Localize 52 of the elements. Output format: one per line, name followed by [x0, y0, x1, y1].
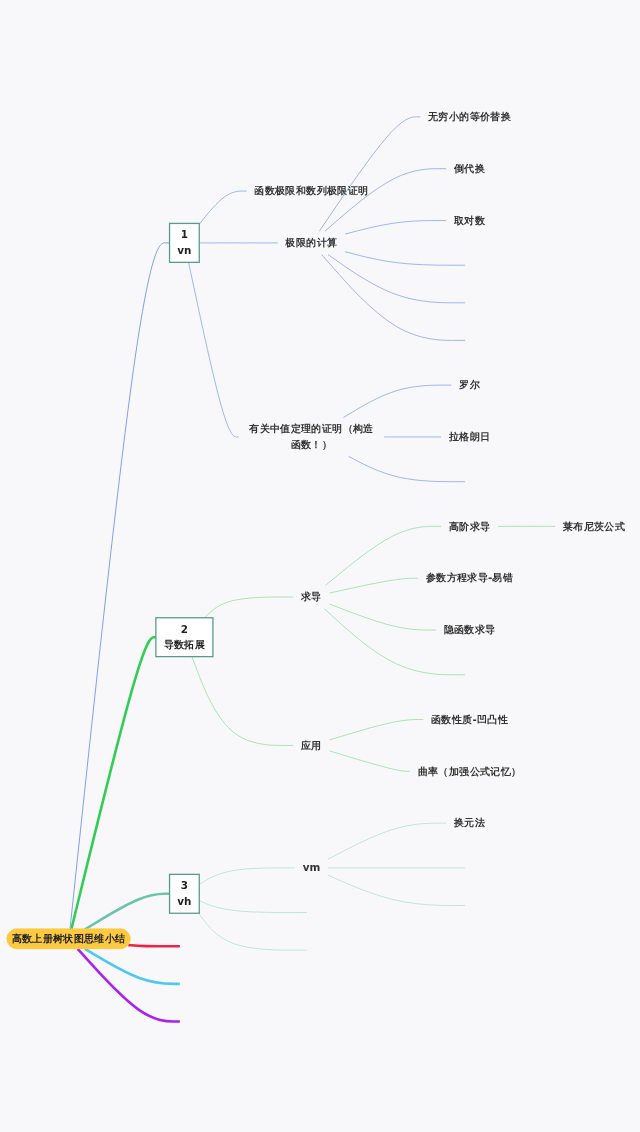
topic-text: 高阶求导: [448, 520, 491, 533]
topic-text: 函数性质-凹凸性: [431, 713, 508, 726]
branch-line: [329, 604, 437, 631]
branch-line: [128, 944, 180, 948]
branch-line: [323, 608, 466, 676]
branch-line: [76, 948, 180, 1024]
topic-box: 3 vh: [168, 874, 200, 915]
topic-text: 曲率（加强公式记忆）: [417, 765, 522, 778]
topic-text: 罗尔: [459, 379, 480, 392]
topic-text: 应用: [301, 739, 322, 752]
topic-text: 求导: [301, 590, 322, 604]
branch-line: [84, 892, 170, 931]
topic-text: 换元法: [453, 817, 486, 830]
branch-line: [188, 262, 240, 438]
topic-text: 取对数: [453, 214, 486, 227]
topic-text: 倒代换: [453, 162, 486, 175]
topic-text: 极限的计算: [285, 236, 338, 250]
branch-line: [343, 385, 452, 419]
branch-line: [198, 913, 308, 951]
branch-line: [325, 526, 442, 587]
topic-text: 拉格朗日: [448, 430, 491, 444]
branch-line: [70, 636, 156, 931]
topic-text: vm: [302, 861, 321, 875]
topic-text: 隐函数求导: [443, 624, 496, 637]
branch-line: [329, 751, 411, 773]
branch-line: [344, 220, 447, 235]
root-topic-pill: 高数上册树状图思维小结: [6, 929, 131, 950]
branch-line: [204, 597, 294, 619]
topic-text: 莱布尼茨公式: [562, 520, 626, 533]
topic-text: 参数方程求导-易错: [425, 572, 514, 585]
topic-box: 2 导数拓展: [155, 617, 214, 658]
branch-line: [327, 823, 447, 860]
branch-line: [383, 437, 442, 438]
topic-box: 1 vn: [168, 223, 200, 264]
branch-line: [327, 875, 466, 907]
branch-line: [324, 168, 447, 232]
branch-line: [191, 656, 294, 747]
branch-line: [344, 251, 466, 266]
topic-text: 有关中值定理的证明（构造函数！）: [249, 423, 374, 451]
topic-text: 函数极限和数列极限证明: [254, 184, 369, 198]
branch-line: [321, 254, 466, 342]
branch-line: [329, 719, 424, 741]
topic-text: 无穷小的等价替换: [428, 110, 511, 124]
branch-line: [327, 254, 466, 304]
branch-line: [198, 191, 247, 226]
branch-line: [329, 578, 419, 594]
branch-line: [84, 948, 180, 986]
branch-line: [319, 116, 421, 232]
branch-line: [327, 867, 466, 869]
branch-line: [497, 526, 556, 528]
branch-line: [348, 456, 466, 483]
branch-line: [69, 242, 170, 931]
